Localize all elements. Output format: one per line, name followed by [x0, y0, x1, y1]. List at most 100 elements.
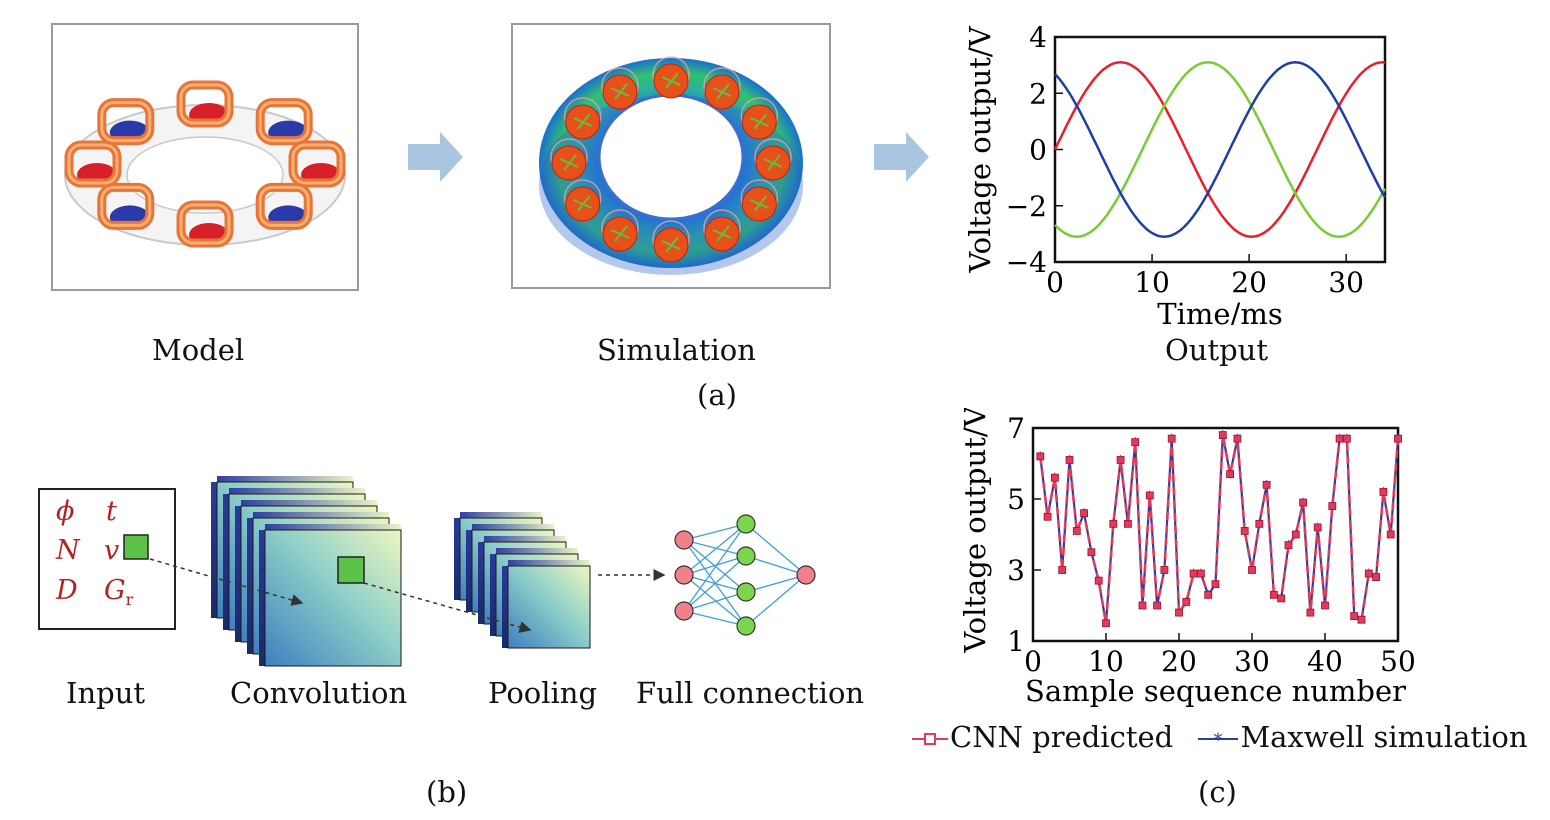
nn-edge — [683, 523, 747, 576]
output-chart-xtick-label: 20 — [1231, 266, 1267, 299]
prediction-chart-ytick-label: 3 — [1007, 554, 1025, 587]
pool-map-top-5 — [508, 560, 590, 566]
prediction-chart-point-cnn — [1138, 601, 1147, 610]
conv-map-side-1 — [211, 482, 217, 618]
model-illustration — [64, 80, 346, 248]
stage-label-pooling: Pooling — [488, 676, 598, 710]
input-var-t: t — [106, 496, 117, 527]
sim-field-2 — [712, 83, 732, 100]
pool-map-side-5 — [502, 566, 508, 648]
legend-marker-cnn-icon — [912, 733, 948, 745]
sim-field-4 — [763, 154, 783, 171]
prediction-chart-point-cnn — [1313, 523, 1322, 532]
output-chart-ylabel: Voltage output/V — [963, 25, 997, 273]
chart-legend: CNN predicted * Maxwell simulation — [910, 720, 1528, 760]
prediction-chart-point-cnn — [1321, 601, 1329, 610]
nn-hidden-node-4 — [736, 616, 756, 636]
prediction-chart-point-cnn — [1167, 434, 1176, 443]
prediction-chart-point-cnn — [1109, 519, 1118, 528]
conv-map-side-2 — [223, 494, 229, 630]
prediction-chart-point-cnn — [1087, 548, 1096, 557]
prediction-chart-point-cnn — [1043, 512, 1052, 521]
cnn-diagram — [123, 476, 816, 667]
prediction-chart-point-cnn — [1364, 569, 1373, 578]
prediction-chart-point-cnn — [1269, 590, 1278, 599]
nn-input-node-2 — [674, 565, 694, 585]
nn-edge — [683, 574, 747, 627]
step-label-simulation: Simulation — [597, 333, 756, 367]
prediction-chart-point-cnn — [1072, 527, 1081, 535]
prediction-chart-point-cnn — [1233, 434, 1242, 443]
input-kernel-square — [123, 534, 149, 560]
input-var-phi: ϕ — [56, 496, 75, 527]
sim-field-3 — [749, 113, 769, 130]
prediction-chart-point-cnn — [1328, 502, 1337, 510]
output-chart-ytick-label: 0 — [1029, 134, 1047, 167]
prediction-chart-xtick-label: 50 — [1380, 645, 1416, 678]
convolution-feature-maps — [211, 476, 402, 667]
prediction-chart-point-cnn — [1248, 566, 1256, 574]
prediction-chart-point-cnn — [1240, 527, 1249, 535]
coil-highlight-3 — [291, 143, 343, 185]
nn-hidden-node-2 — [736, 546, 756, 566]
pool-map-top-3 — [484, 536, 566, 542]
prediction-chart-ytick-label: 7 — [1007, 412, 1025, 445]
coil-highlight-6 — [100, 185, 152, 227]
prediction-chart-point-cnn — [1306, 608, 1315, 617]
output-chart-xtick-label: 30 — [1328, 266, 1364, 299]
prediction-chart-point-cnn — [1284, 541, 1293, 550]
nn-hidden-node-1 — [736, 514, 756, 534]
sim-field-10 — [559, 154, 579, 171]
step-label-model: Model — [152, 333, 245, 367]
prediction-chart-xtick-label: 30 — [1234, 645, 1270, 678]
coil-highlight-1 — [179, 83, 231, 125]
nn-edge — [683, 555, 747, 612]
sim-field-12 — [610, 83, 630, 100]
pool-map-side-1 — [454, 518, 460, 600]
prediction-chart-ytick-label: 1 — [1007, 625, 1025, 658]
nn-edge — [683, 555, 747, 576]
prediction-chart-point-cnn — [1379, 488, 1388, 496]
pool-map-face-5 — [507, 565, 591, 649]
prediction-chart-point-cnn — [1342, 434, 1351, 443]
simulation-image-frame — [511, 23, 831, 289]
panel-b-caption: (b) — [426, 775, 468, 809]
conv-map-top-1 — [217, 476, 353, 482]
prediction-chart-xtick-label: 40 — [1307, 645, 1343, 678]
prediction-chart-point-cnn — [1211, 580, 1220, 589]
simulation-illustration — [539, 56, 803, 275]
nn-edge — [683, 523, 747, 541]
nn-edge — [683, 610, 747, 627]
sim-field-6 — [712, 225, 732, 242]
coil-highlight-8 — [100, 101, 152, 143]
prediction-chart-point-cnn — [1262, 480, 1271, 489]
prediction-chart-point-cnn — [1299, 498, 1308, 507]
nn-edge — [745, 523, 807, 576]
nn-edge — [683, 523, 747, 612]
coil-highlight-2 — [258, 101, 310, 143]
prediction-chart-point-cnn — [1051, 473, 1059, 482]
prediction-chart-point-cnn — [1291, 530, 1300, 539]
prediction-chart-xlabel: Sample sequence number — [1025, 674, 1406, 708]
legend-label-maxwell: Maxwell simulation — [1240, 720, 1528, 754]
output-chart-ytick-label: −4 — [1006, 246, 1047, 279]
output-chart-xtick-label: 10 — [1134, 266, 1170, 299]
sim-field-8 — [610, 225, 630, 242]
coil-highlight-5 — [179, 203, 231, 245]
prediction-chart-point-cnn — [1394, 434, 1402, 443]
output-chart-series-1 — [1053, 61, 1386, 238]
input-var-G-subscript: r — [125, 590, 134, 609]
legend-marker-maxwell-icon: * — [1198, 730, 1239, 751]
prediction-chart-point-cnn — [1226, 470, 1235, 479]
output-chart-series-2 — [1054, 61, 1387, 238]
prediction-chart-point-cnn — [1182, 598, 1191, 606]
prediction-chart-point-cnn — [1153, 601, 1162, 610]
pooling-feature-maps — [454, 512, 591, 649]
prediction-chart-point-cnn — [1116, 456, 1125, 464]
sim-field-9 — [573, 195, 593, 212]
output-chart-xlabel: Time/ms — [1157, 297, 1282, 325]
prediction-chart-point-cnn — [1372, 573, 1381, 582]
model-image-frame — [51, 23, 359, 291]
